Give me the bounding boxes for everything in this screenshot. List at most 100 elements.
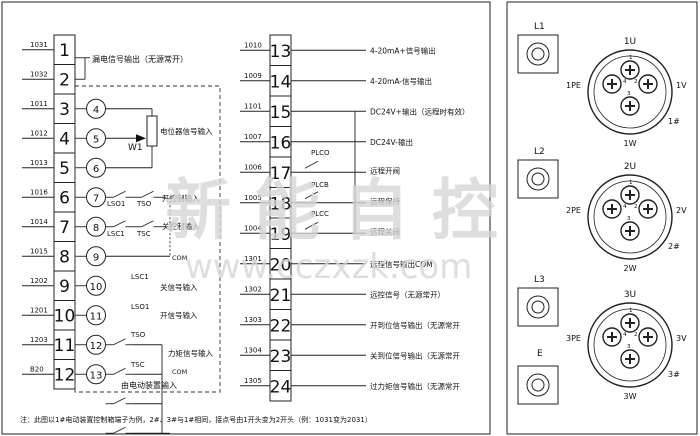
terminal-number: 23 xyxy=(270,347,292,367)
phase-label-top: 1U xyxy=(624,37,636,47)
lso1-label: LSO1 xyxy=(107,200,125,208)
middle-terminal-block: 1310104-20mA+信号输出1410094-20mA-信号输出151101… xyxy=(240,34,469,402)
lamp-label: L3 xyxy=(534,275,545,285)
lamp-outer xyxy=(526,167,550,191)
lamp-inner xyxy=(531,172,545,186)
output-label: 4-20mA-信号输出 xyxy=(370,76,432,86)
pin-number: 1 xyxy=(629,308,633,314)
phase-label-right: 1V xyxy=(676,81,687,90)
device-input-label: 由电动装置输入 xyxy=(121,380,177,390)
output-label: 远程信号输出COM xyxy=(370,259,433,269)
phase-label-right: 2V xyxy=(676,206,687,215)
terminal-number: 10 xyxy=(54,307,76,327)
wire-number: 1012 xyxy=(30,129,48,137)
connector-hash: 3# xyxy=(668,370,680,379)
terminal-number: 16 xyxy=(270,134,292,154)
wire-number: 1009 xyxy=(244,72,262,80)
wire-number: 1013 xyxy=(30,159,48,167)
tso-label: TSO xyxy=(136,200,152,208)
phase-label-bottom: 3W xyxy=(624,392,637,401)
output-label: 4-20mA+信号输出 xyxy=(370,45,436,55)
plc-contact xyxy=(304,191,319,200)
wire-number: 1031 xyxy=(30,41,48,49)
pin-number: 4 xyxy=(623,79,627,85)
lamp-inner xyxy=(531,47,545,61)
terminal-number: 12 xyxy=(54,366,76,386)
inner-node-number: 4 xyxy=(93,105,99,116)
leakage-label: 漏电信号输出（无源常开） xyxy=(92,54,188,64)
wire-number: 1032 xyxy=(30,70,48,78)
lsc1-label: LSC1 xyxy=(107,230,125,238)
plcb-label: PLCB xyxy=(311,181,329,189)
pin-number: 1 xyxy=(629,180,633,186)
wire-number: 1101 xyxy=(244,102,262,110)
wire-number: 1201 xyxy=(30,306,48,314)
terminal-number: 22 xyxy=(270,317,292,337)
wire-number: B20 xyxy=(30,365,44,373)
watermark-url: www.cczxzk.com xyxy=(185,247,472,287)
open-interlock-label: 开控制输入 xyxy=(162,193,200,203)
pin-number: 3 xyxy=(627,216,631,222)
inner-node-number: 6 xyxy=(93,164,99,175)
pin-number: 4 xyxy=(623,204,627,210)
lamp-outer xyxy=(526,295,550,319)
wire-number: 1302 xyxy=(244,285,262,293)
lamp-label: L2 xyxy=(534,147,545,157)
connector-ring xyxy=(593,308,667,382)
potentiometer-label: 电位器信号输入 xyxy=(160,126,213,136)
output-label: 远程保持 xyxy=(370,196,400,206)
connector-hash: 1# xyxy=(668,117,680,126)
interlock-sw2-blade xyxy=(141,190,154,198)
wire-number: 1015 xyxy=(30,247,48,255)
terminal-number: 6 xyxy=(59,189,70,209)
pot-wiper-arrow xyxy=(136,134,146,143)
pin-number: 2 xyxy=(634,79,638,85)
connector-body xyxy=(587,174,673,260)
com-label: COM xyxy=(172,254,187,262)
wire-number: 1305 xyxy=(244,377,262,385)
left-terminal-block: 1103121032310114101251013610167101481015… xyxy=(22,34,171,434)
connector-body xyxy=(587,302,673,388)
terminal-number: 24 xyxy=(270,378,292,398)
pin-number: 2 xyxy=(634,332,638,338)
terminal-number: 2 xyxy=(59,71,70,91)
output-label: 远程关阀 xyxy=(370,226,400,236)
tso-b-label: TSO xyxy=(130,331,146,339)
inner-node-number: 7 xyxy=(93,193,99,204)
limit-sw-blade xyxy=(113,338,126,346)
limit-sw-blade xyxy=(113,397,126,405)
torque-in-label: 力矩信号输入 xyxy=(168,348,213,358)
output-label: 远控信号（无源常开） xyxy=(370,289,445,299)
wire-number: 1006 xyxy=(244,163,262,171)
output-label: 远程开阀 xyxy=(370,166,400,175)
close-interlock-label: 关控制输入 xyxy=(162,221,200,231)
plc-contact xyxy=(304,160,319,169)
limit-sw-blade xyxy=(113,367,126,375)
phase-label-top: 3U xyxy=(624,290,636,300)
lamp-outer xyxy=(526,42,550,66)
watermark-cn: 新 能 自 控 xyxy=(165,172,498,249)
terminal-number: 1 xyxy=(59,41,70,61)
wire-number: 1014 xyxy=(30,218,48,226)
wire-number: 1303 xyxy=(244,316,262,324)
output-label: DC24V-输出 xyxy=(370,137,413,147)
output-label: 过力矩信号输出（无源常开 xyxy=(370,381,460,391)
wire-number: 1203 xyxy=(30,336,48,344)
pin-number: 4 xyxy=(623,332,627,338)
lamp-frame xyxy=(517,159,559,199)
plco-label: PLCO xyxy=(311,149,330,157)
terminal-number: 9 xyxy=(59,277,70,297)
terminal-number: 11 xyxy=(54,336,76,356)
phase-label-right: 3V xyxy=(676,334,687,343)
inner-node-number: 10 xyxy=(90,282,103,293)
inner-node-circle xyxy=(86,275,106,296)
inner-node-number: 12 xyxy=(90,341,103,352)
pin-number: 1 xyxy=(629,55,633,61)
open-pos-in-label: 开信号输入 xyxy=(160,310,198,320)
terminal-number: 18 xyxy=(270,195,292,215)
pin-number: 2 xyxy=(634,204,638,210)
terminal-number: 17 xyxy=(270,164,292,184)
terminal-number: 3 xyxy=(59,100,70,120)
wire-number: 1007 xyxy=(244,133,262,141)
